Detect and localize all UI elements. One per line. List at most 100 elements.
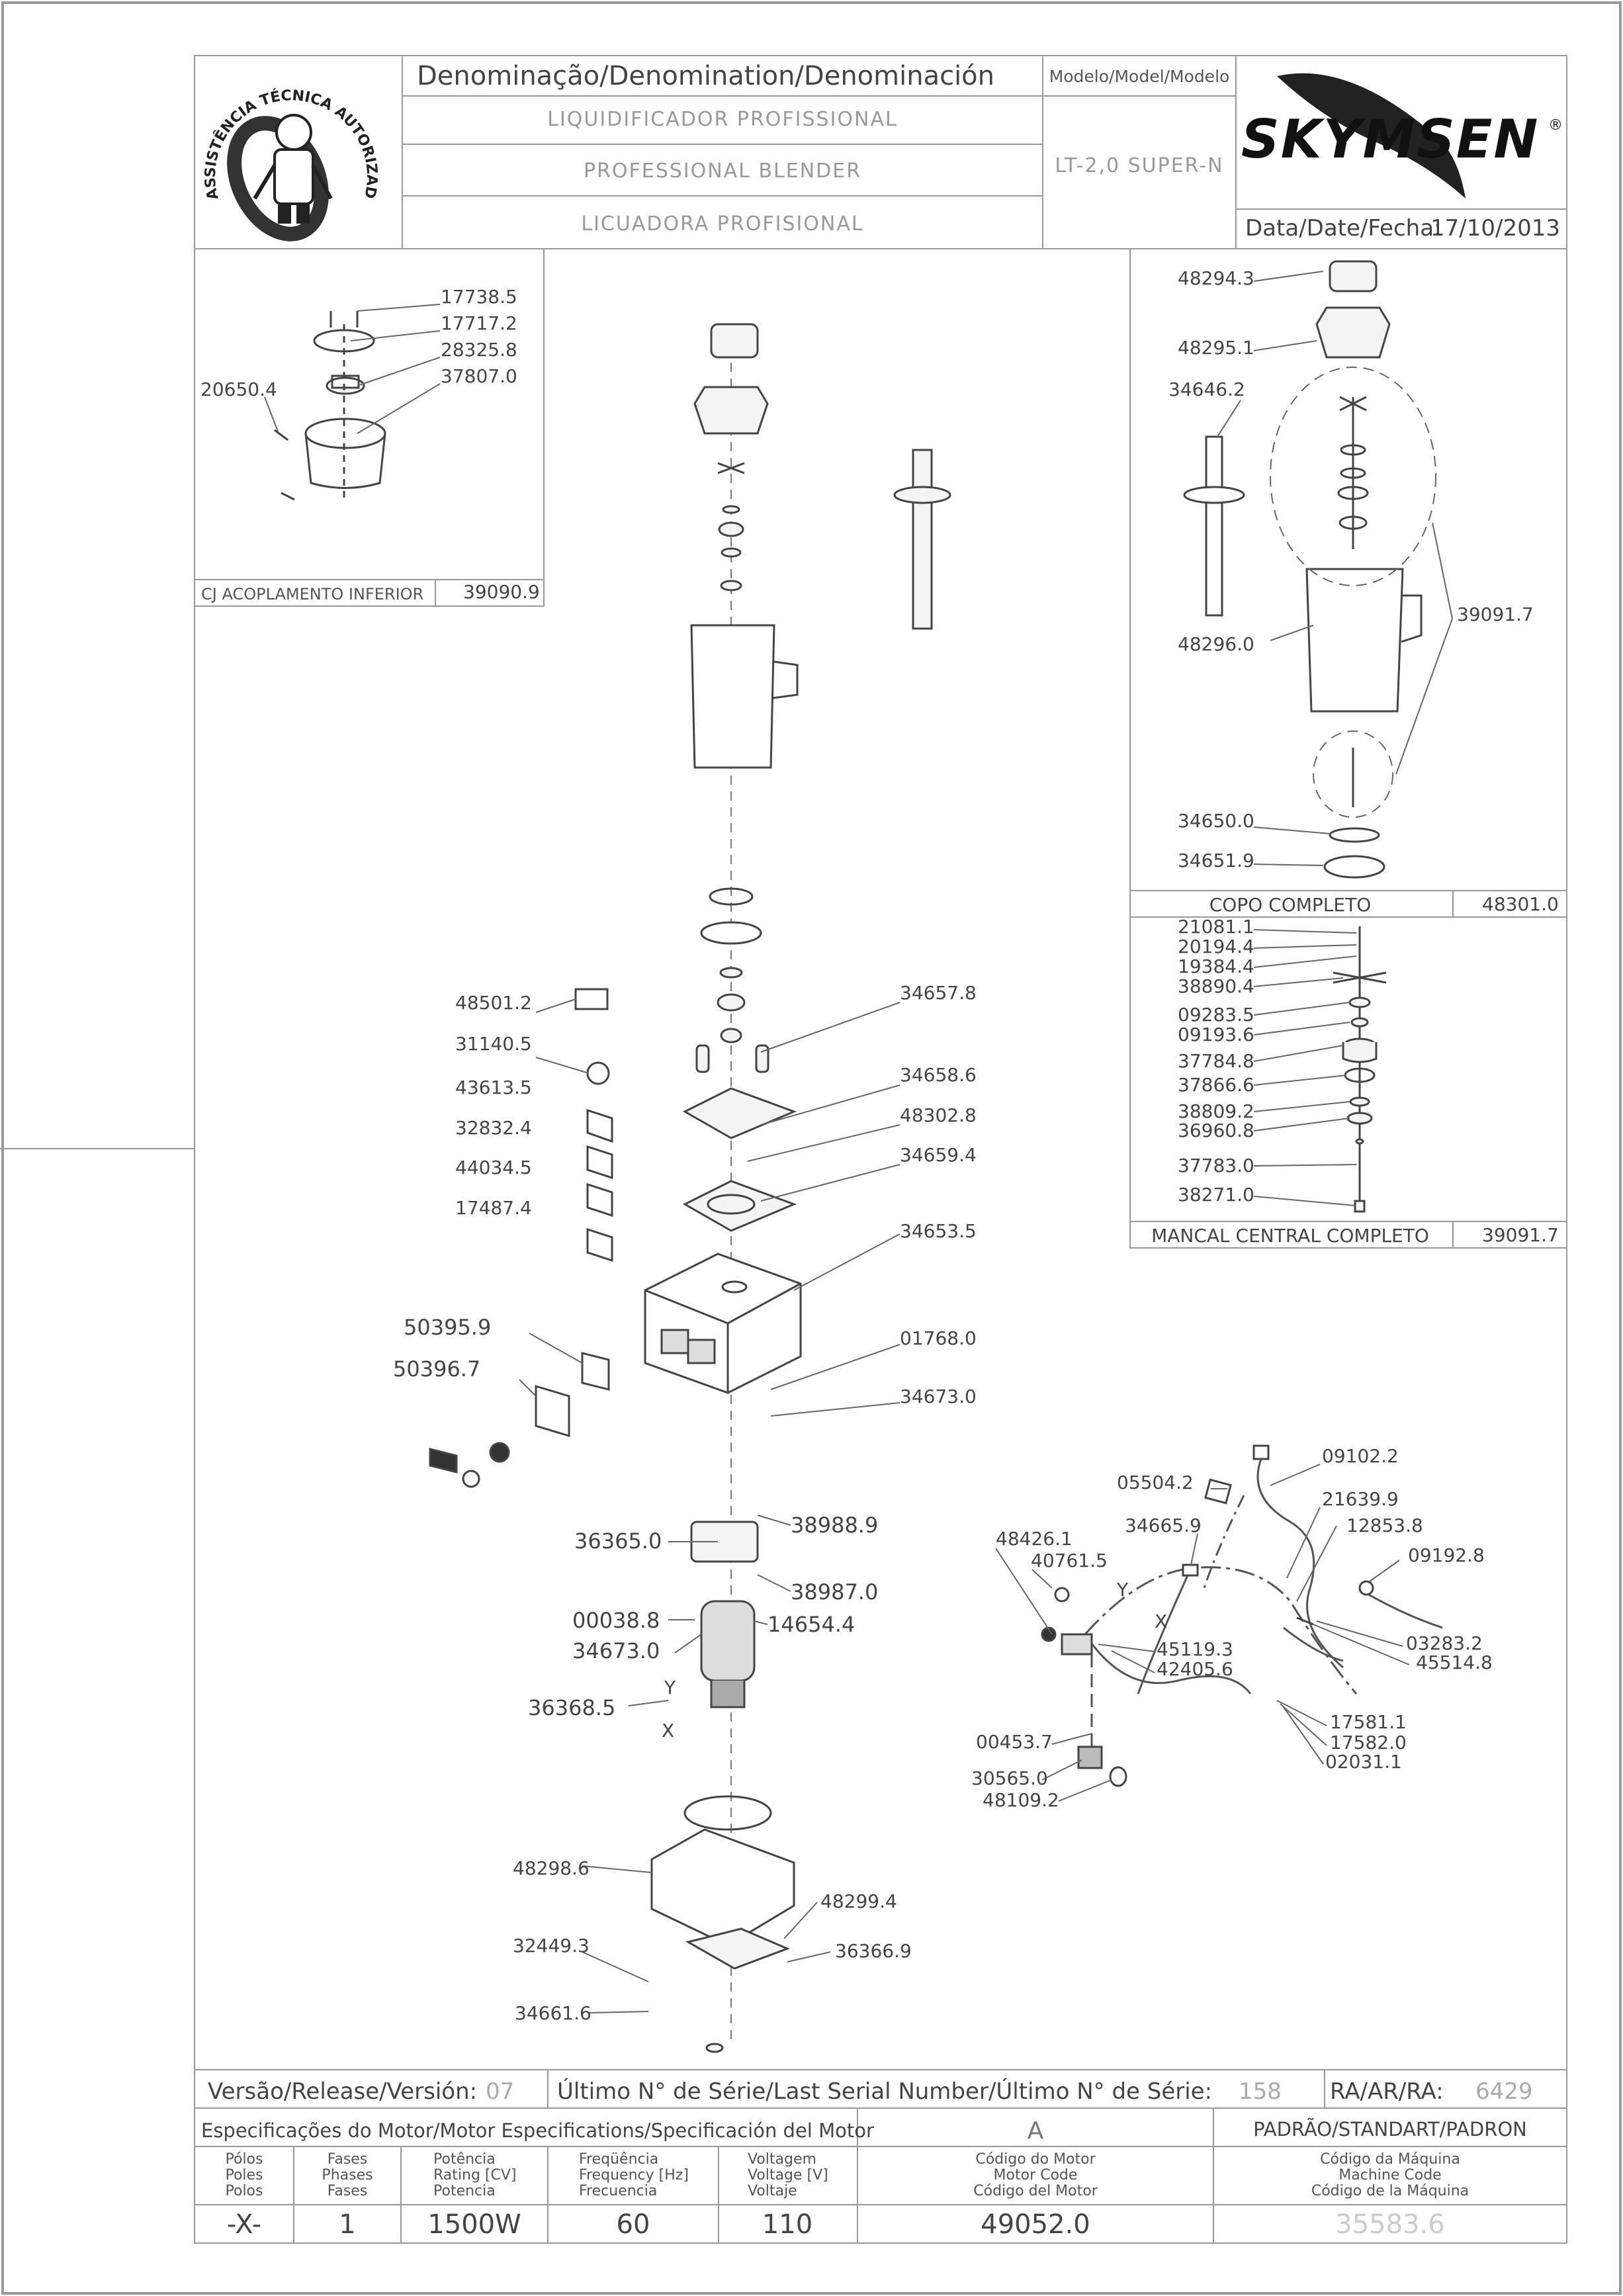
part-34651-9: 34651.9	[1178, 850, 1254, 871]
rating-header-pt: Potência	[433, 2151, 496, 2168]
rating-value: 1500W	[427, 2209, 521, 2240]
inset-lower-code: 39090.9	[463, 581, 540, 603]
part-28325-8: 28325.8	[441, 339, 517, 361]
model-label: Modelo/Model/Modelo	[1049, 67, 1230, 86]
part-00453-7: 00453.7	[976, 1731, 1053, 1753]
motor-code-header-en: Motor Code	[994, 2167, 1078, 2184]
voltage-value: 110	[762, 2209, 812, 2240]
inset-cup-complete: 48294.3 48295.1 34646.2 48296.0 39091.7 …	[1129, 248, 1567, 918]
date-label: Data/Date/Fecha:	[1245, 215, 1442, 242]
part-45119-3: 45119.3	[1157, 1638, 1233, 1660]
part-48294-3: 48294.3	[1178, 267, 1254, 289]
wiring-wire-y: Y	[1116, 1579, 1129, 1601]
poles-header-es: Polos	[226, 2183, 263, 2199]
part-05504-2: 05504.2	[1117, 1472, 1194, 1493]
part-34659-4: 34659.4	[900, 1144, 977, 1166]
voltage-header-es: Voltaje	[748, 2183, 797, 2199]
part-09193-6: 09193.6	[1178, 1024, 1254, 1045]
poles-header-pt: Pólos	[226, 2151, 263, 2168]
brand-registered-mark: ®	[1548, 117, 1563, 134]
part-50395-9: 50395.9	[404, 1315, 491, 1340]
voltage-header-en: Voltage [V]	[748, 2167, 828, 2184]
voltage-header-pt: Voltagem	[748, 2151, 816, 2168]
spec-col-machine-code: Código da Máquina Machine Code Código de…	[1311, 2151, 1469, 2240]
part-20194-4: 20194.4	[1178, 936, 1254, 957]
motor-spec-value: A	[1028, 2117, 1044, 2144]
main-exploded-view: 48501.2 31140.5 43613.5 32832.4 44034.5 …	[393, 323, 977, 2053]
main-wire-y: Y	[664, 1677, 676, 1699]
part-48296-0: 48296.0	[1178, 633, 1254, 655]
version-label: Versão/Release/Versión:	[208, 2078, 477, 2105]
brand-logo: SKYMSEN ®	[1241, 73, 1563, 199]
wiring-harness: 09102.2 05504.2 21639.9 12853.8 34665.9 …	[971, 1444, 1493, 1811]
part-34665-9: 34665.9	[1125, 1515, 1202, 1536]
part-48426-1: 48426.1	[996, 1528, 1073, 1550]
part-39091-7: 39091.7	[1457, 603, 1534, 625]
part-48299-4: 48299.4	[820, 1890, 897, 1912]
footer-spec-table	[195, 2069, 1567, 2243]
motor-code-header-pt: Código do Motor	[975, 2151, 1096, 2168]
part-38988-9: 38988.9	[791, 1513, 878, 1538]
part-45514-8: 45514.8	[1416, 1652, 1493, 1673]
part-31140-5: 31140.5	[455, 1033, 532, 1055]
part-02031-1: 02031.1	[1325, 1751, 1402, 1773]
poles-value: -X-	[227, 2209, 261, 2240]
spec-col-motor-code: Código do Motor Motor Code Código del Mo…	[973, 2151, 1098, 2240]
part-37783-0: 37783.0	[1178, 1155, 1254, 1176]
part-17717-2: 17717.2	[441, 312, 517, 334]
part-50396-7: 50396.7	[393, 1356, 480, 1382]
poles-header-en: Poles	[225, 2167, 263, 2184]
part-48501-2: 48501.2	[455, 992, 532, 1014]
assistance-logo: ASSISTÊNCIA TÉCNICA AUTORIZADA	[0, 0, 380, 242]
standard-label: PADRÃO/STANDART/PADRON	[1253, 2118, 1527, 2141]
brand-name: SKYMSEN	[1241, 109, 1539, 170]
part-34673-0-a: 34673.0	[900, 1386, 977, 1407]
serial-label: Último N° de Série/Last Serial Number/Úl…	[557, 2078, 1212, 2105]
part-32449-3: 32449.3	[513, 1935, 590, 1957]
part-30565-0: 30565.0	[971, 1767, 1048, 1789]
phases-value: 1	[339, 2209, 355, 2240]
part-34653-5: 34653.5	[900, 1220, 977, 1242]
part-17581-1: 17581.1	[1330, 1711, 1407, 1733]
part-38890-4: 38890.4	[1178, 975, 1254, 997]
part-34661-6: 34661.6	[515, 2002, 592, 2024]
part-34657-8: 34657.8	[900, 982, 977, 1004]
part-21081-1: 21081.1	[1178, 916, 1254, 938]
frequency-header-es: Frecuencia	[579, 2183, 657, 2199]
motor-code-header-es: Código del Motor	[973, 2183, 1098, 2199]
part-37807-0: 37807.0	[441, 365, 517, 387]
product-name-en: PROFESSIONAL BLENDER	[584, 159, 861, 183]
spec-col-frequency: Freqüência Frequency [Hz] Frecuencia 60	[579, 2151, 689, 2240]
inset-bearing-caption: MANCAL CENTRAL COMPLETO	[1151, 1225, 1429, 1247]
part-44034-5: 44034.5	[455, 1157, 532, 1178]
part-43613-5: 43613.5	[455, 1077, 532, 1098]
part-38987-0: 38987.0	[791, 1579, 878, 1605]
part-42405-6: 42405.6	[1157, 1658, 1233, 1680]
part-09283-5: 09283.5	[1178, 1004, 1254, 1026]
part-48109-2: 48109.2	[983, 1789, 1059, 1811]
motor-code-value: 49052.0	[981, 2209, 1090, 2240]
version-value: 07	[486, 2078, 514, 2105]
spec-col-poles: Pólos Poles Polos -X-	[225, 2151, 263, 2240]
main-wire-x: X	[662, 1720, 674, 1742]
inset-lower-coupling: 17738.5 17717.2 28325.8 37807.0 20650.4 …	[194, 248, 545, 607]
machine-code-header-en: Machine Code	[1338, 2167, 1441, 2184]
part-09102-2: 09102.2	[1322, 1445, 1399, 1467]
frequency-value: 60	[617, 2209, 650, 2240]
spec-col-phases: Fases Phases Fases 1	[322, 2151, 373, 2240]
product-name-pt: LIQUIDIFICADOR PROFISSIONAL	[547, 108, 897, 131]
part-03283-2: 03283.2	[1406, 1632, 1483, 1654]
rating-header-en: Rating [CV]	[433, 2167, 517, 2184]
model-value: LT-2,0 SUPER-N	[1055, 154, 1223, 177]
part-34650-0: 34650.0	[1178, 810, 1254, 832]
part-48302-8: 48302.8	[900, 1104, 977, 1126]
part-09192-8: 09192.8	[1408, 1544, 1485, 1566]
phases-header-en: Phases	[322, 2167, 373, 2184]
part-36960-8: 36960.8	[1178, 1120, 1254, 1141]
wiring-wire-x: X	[1155, 1611, 1167, 1632]
part-38809-2: 38809.2	[1178, 1100, 1254, 1122]
part-38271-0: 38271.0	[1178, 1184, 1254, 1206]
part-21639-9: 21639.9	[1322, 1488, 1399, 1510]
part-19384-4: 19384.4	[1178, 955, 1254, 977]
